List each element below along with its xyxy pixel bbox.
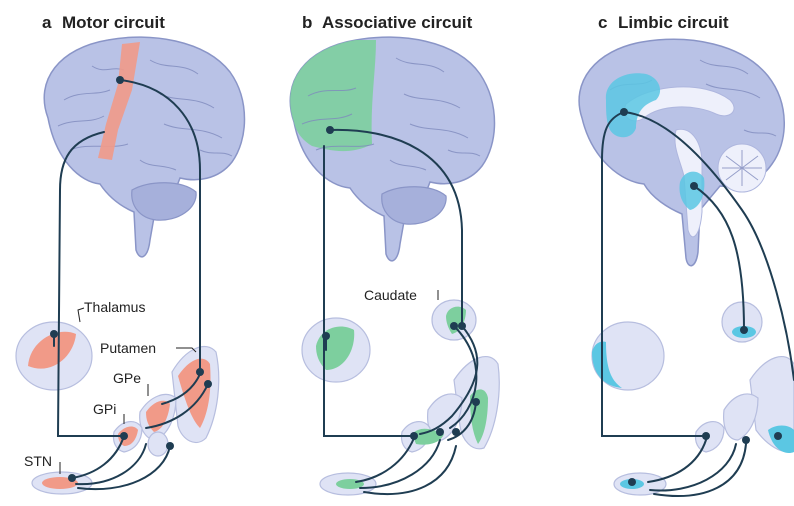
brain-medial-c	[579, 39, 784, 265]
prefrontal-region	[290, 40, 376, 151]
panel-letter-a: a	[42, 13, 52, 32]
panel-associative: b Associative circuit	[290, 13, 499, 495]
brain-lateral-b	[290, 37, 494, 261]
panel-letter-c: c	[598, 13, 607, 32]
label-stn: STN	[24, 453, 52, 469]
gpe-c	[724, 394, 758, 440]
panel-limbic: c Limbic circuit	[579, 13, 794, 496]
striatum-c-territory	[768, 426, 794, 454]
label-putamen: Putamen	[100, 340, 156, 356]
label-thalamus: Thalamus	[84, 299, 145, 315]
panel-title-limbic: Limbic circuit	[618, 13, 729, 32]
label-caudate: Caudate	[364, 287, 417, 303]
panel-letter-b: b	[302, 13, 312, 32]
panel-motor: a Motor circuit	[16, 13, 245, 494]
panel-title-associative: Associative circuit	[322, 13, 473, 32]
label-gpe: GPe	[113, 370, 141, 386]
snr-a	[148, 432, 168, 456]
label-gpi: GPi	[93, 401, 116, 417]
panel-title-motor: Motor circuit	[62, 13, 165, 32]
